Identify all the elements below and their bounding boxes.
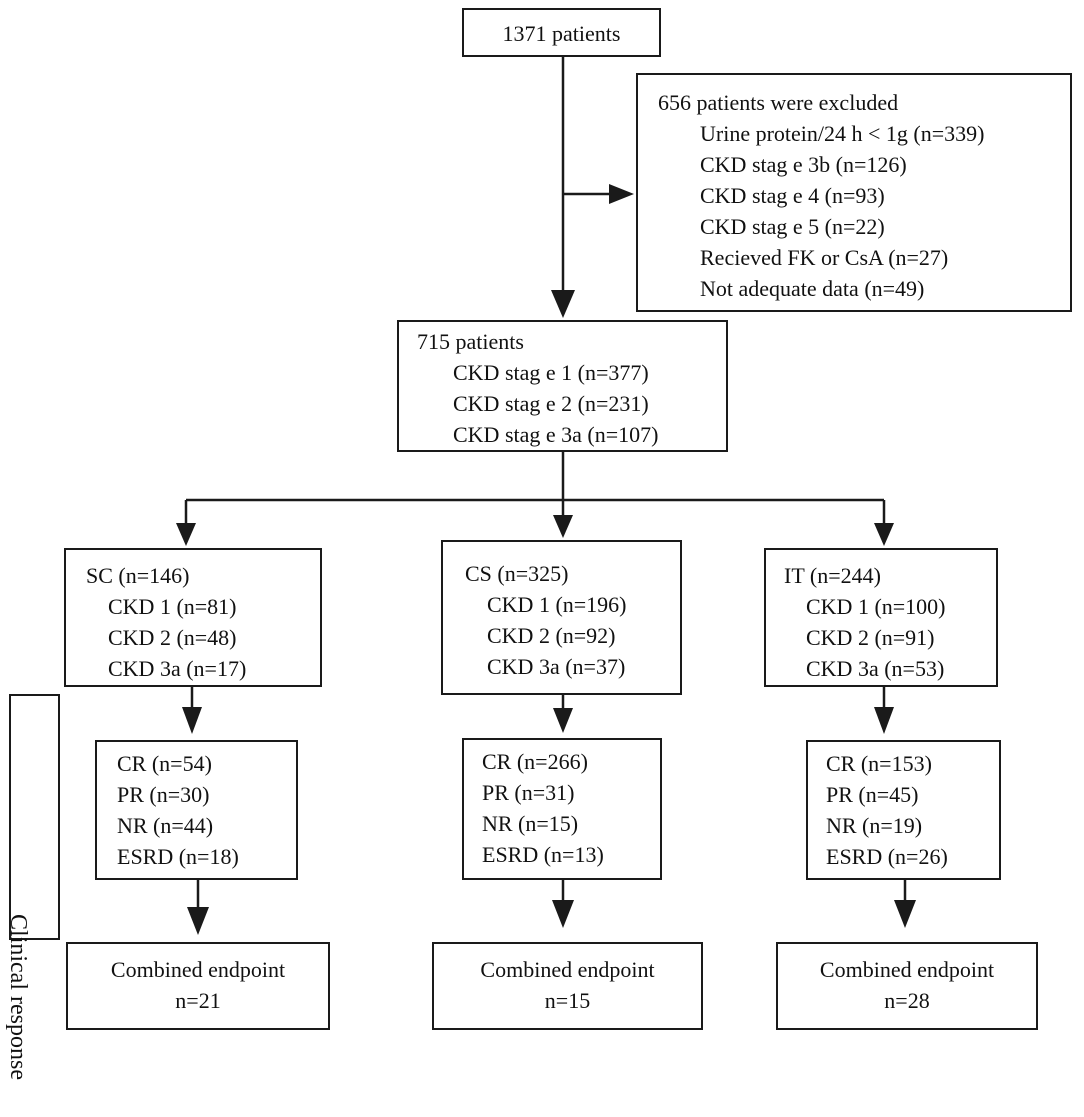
endpoint-cs-box: Combined endpoint n=15 [432,942,703,1030]
endpoint-label: Combined endpoint [110,957,286,982]
response-item: ESRD (n=26) [826,844,948,869]
excluded-box: 656 patients were excluded Urine protein… [636,73,1072,312]
total-patients-label: 1371 patients [502,21,621,46]
arrow-to-sc-endpoint [187,907,209,935]
group-item: CKD 2 (n=92) [487,623,616,648]
arrow-to-cs-endpoint [552,900,574,928]
response-item: ESRD (n=13) [482,842,604,867]
clinical-response-label: Clinical response [5,914,31,1080]
group-item: CKD 1 (n=196) [487,592,627,617]
group-title: IT (n=244) [784,563,881,588]
group-sc-box: SC (n=146) CKD 1 (n=81) CKD 2 (n=48) CKD… [64,548,322,687]
included-item: CKD stag e 3a (n=107) [453,422,659,447]
response-item: PR (n=31) [482,780,575,805]
excluded-item: CKD stag e 4 (n=93) [700,183,885,208]
endpoint-n: n=21 [175,988,221,1013]
response-item: PR (n=30) [117,782,210,807]
endpoint-sc-box: Combined endpoint n=21 [66,942,330,1030]
included-item: CKD stag e 1 (n=377) [453,360,649,385]
arrow-to-sc-response [182,707,202,734]
group-item: CKD 2 (n=48) [108,625,237,650]
endpoint-it-box: Combined endpoint n=28 [776,942,1038,1030]
included-title: 715 patients [417,329,524,354]
endpoint-label: Combined endpoint [819,957,995,982]
group-item: CKD 1 (n=81) [108,594,237,619]
included-box: 715 patients CKD stag e 1 (n=377) CKD st… [397,320,728,452]
group-title: CS (n=325) [465,561,569,586]
group-item: CKD 1 (n=100) [806,594,946,619]
response-cs-box: CR (n=266) PR (n=31) NR (n=15) ESRD (n=1… [462,738,662,880]
response-item: ESRD (n=18) [117,844,239,869]
clinical-response-label-box [9,694,60,940]
excluded-item: CKD stag e 5 (n=22) [700,214,885,239]
excluded-item: Urine protein/24 h < 1g (n=339) [700,121,985,146]
response-sc-box: CR (n=54) PR (n=30) NR (n=44) ESRD (n=18… [95,740,298,880]
group-item: CKD 2 (n=91) [806,625,935,650]
excluded-item: Not adequate data (n=49) [700,276,925,301]
group-title: SC (n=146) [86,563,190,588]
endpoint-label: Combined endpoint [480,957,655,982]
arrow-to-sc [176,523,196,546]
group-item: CKD 3a (n=17) [108,656,247,681]
response-item: PR (n=45) [826,782,919,807]
response-item: NR (n=44) [117,813,214,838]
group-it-box: IT (n=244) CKD 1 (n=100) CKD 2 (n=91) CK… [764,548,998,687]
response-it-box: CR (n=153) PR (n=45) NR (n=19) ESRD (n=2… [806,740,1001,880]
group-item: CKD 3a (n=37) [487,654,626,679]
response-item: NR (n=19) [826,813,923,838]
excluded-item: Recieved FK or CsA (n=27) [700,245,949,270]
included-item: CKD stag e 2 (n=231) [453,391,649,416]
total-patients-box: 1371 patients [462,8,661,57]
arrow-to-715 [551,290,575,318]
response-item: CR (n=266) [482,749,588,774]
group-item: CKD 3a (n=53) [806,656,945,681]
response-item: CR (n=54) [117,751,212,776]
flow-connectors [176,55,916,935]
response-item: CR (n=153) [826,751,932,776]
group-cs-box: CS (n=325) CKD 1 (n=196) CKD 2 (n=92) CK… [441,540,682,695]
excluded-title: 656 patients were excluded [658,90,899,115]
arrow-to-it-response [874,707,894,734]
arrow-to-cs [553,515,573,538]
arrow-to-it [874,523,894,546]
response-item: NR (n=15) [482,811,579,836]
endpoint-n: n=28 [884,988,930,1013]
endpoint-n: n=15 [544,988,591,1013]
arrow-to-excluded [609,184,634,204]
arrow-to-it-endpoint [894,900,916,928]
excluded-item: CKD stag e 3b (n=126) [700,152,907,177]
arrow-to-cs-response [553,708,573,733]
